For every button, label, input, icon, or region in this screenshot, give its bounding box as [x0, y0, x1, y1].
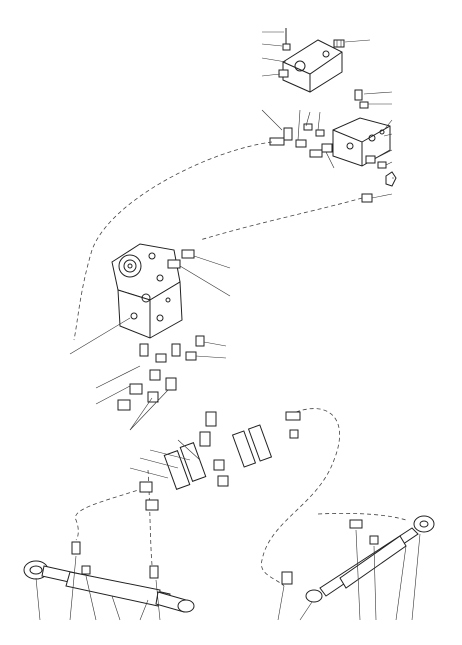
left-cylinder — [23, 541, 195, 613]
hose-routes — [73, 141, 407, 587]
callout-leaders-middle — [261, 91, 394, 199]
right-cylinder — [281, 515, 435, 603]
callout-leaders-left — [35, 555, 161, 621]
hex-fitting — [333, 39, 345, 48]
callout-leaders-steering — [69, 255, 231, 355]
steering-unit — [111, 243, 195, 339]
hose-assemblies — [139, 411, 301, 511]
callout-leaders-hoses — [129, 439, 201, 479]
callout-leaders-cluster — [95, 341, 227, 431]
callout-leaders-right — [277, 529, 421, 621]
fitting-cluster — [117, 335, 217, 447]
callout-leaders-top — [261, 31, 371, 77]
top-valve-block — [278, 28, 345, 93]
distributor-block — [332, 89, 397, 187]
fittings-middle — [269, 123, 373, 203]
